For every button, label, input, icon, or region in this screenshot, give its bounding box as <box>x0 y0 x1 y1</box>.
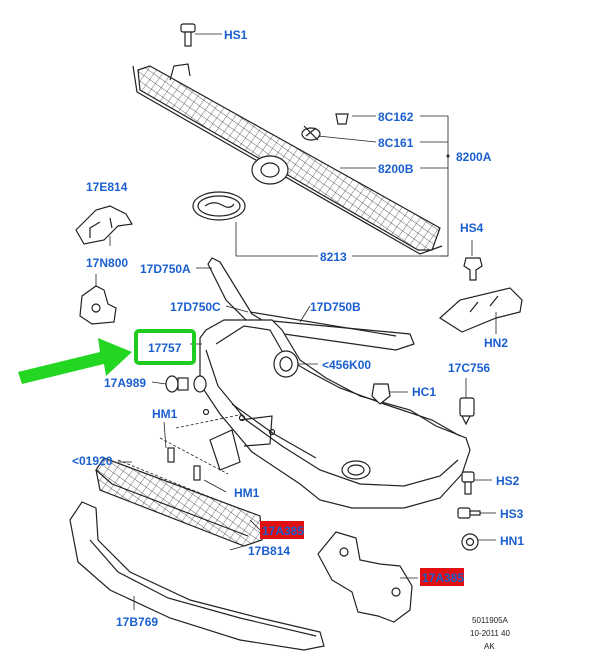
label-01920: <01920 <box>72 454 113 468</box>
label-hs3: HS3 <box>500 507 524 521</box>
label-17d750a: 17D750A <box>140 262 191 276</box>
tow-eye-cap <box>273 350 299 378</box>
label-hs1: HS1 <box>224 28 248 42</box>
label-8213: 8213 <box>320 250 347 264</box>
label-8200b: 8200B <box>378 162 414 176</box>
ford-oval-badge <box>192 191 246 221</box>
sensor-17c756 <box>459 397 475 426</box>
footer-ref-3: AK <box>484 642 495 651</box>
bracket-17e814 <box>75 205 133 245</box>
label-17a989: 17A989 <box>104 376 146 390</box>
label-hn2: HN2 <box>484 336 508 350</box>
footer-ref-2: 10-2011 40 <box>470 629 510 638</box>
label-17n800: 17N800 <box>86 256 128 270</box>
label-8c161: 8C161 <box>378 136 414 150</box>
highlight-box <box>134 329 196 365</box>
label-17d750b: 17D750B <box>310 300 361 314</box>
label-17a385-lower: 17A385 <box>422 571 464 585</box>
bracket-hn2 <box>439 257 523 333</box>
pointer-arrow <box>18 338 132 384</box>
label-hn1: HN1 <box>500 534 524 548</box>
label-17d750c: 17D750C <box>170 300 221 314</box>
clip-hc1 <box>371 383 408 405</box>
grille-emblem-mount <box>251 113 349 185</box>
lower-grille <box>95 457 263 547</box>
plug-17a989 <box>165 375 189 393</box>
fasteners-right <box>457 471 481 551</box>
label-8200a: 8200A <box>456 150 492 164</box>
label-456k00: <456K00 <box>322 358 371 372</box>
leader-lines <box>95 115 497 610</box>
footer-ref-1: 5011905A <box>472 616 509 625</box>
tag-17a385-lower <box>420 568 464 586</box>
label-hm1-upper: HM1 <box>152 407 178 421</box>
bumper-cover <box>193 319 471 509</box>
label-hs2: HS2 <box>496 474 520 488</box>
label-17a385-upper: 17A385 <box>262 524 304 538</box>
label-17b769: 17B769 <box>116 615 158 629</box>
tag-17a385-upper <box>260 521 304 539</box>
lower-spoiler <box>69 501 325 651</box>
radiator-grille <box>132 63 443 255</box>
hm1-bolts <box>159 408 276 481</box>
label-17b814: 17B814 <box>248 544 290 558</box>
label-17c756: 17C756 <box>448 361 490 375</box>
label-17e814: 17E814 <box>86 180 128 194</box>
bracket-17a385 <box>317 531 413 623</box>
bracket-17n800 <box>79 285 117 325</box>
label-17757: 17757 <box>148 341 182 355</box>
label-8c162: 8C162 <box>378 110 414 124</box>
label-hm1-lower: HM1 <box>234 486 260 500</box>
screw-hs1 <box>180 23 222 47</box>
label-hs4: HS4 <box>460 221 484 235</box>
label-hc1: HC1 <box>412 385 436 399</box>
